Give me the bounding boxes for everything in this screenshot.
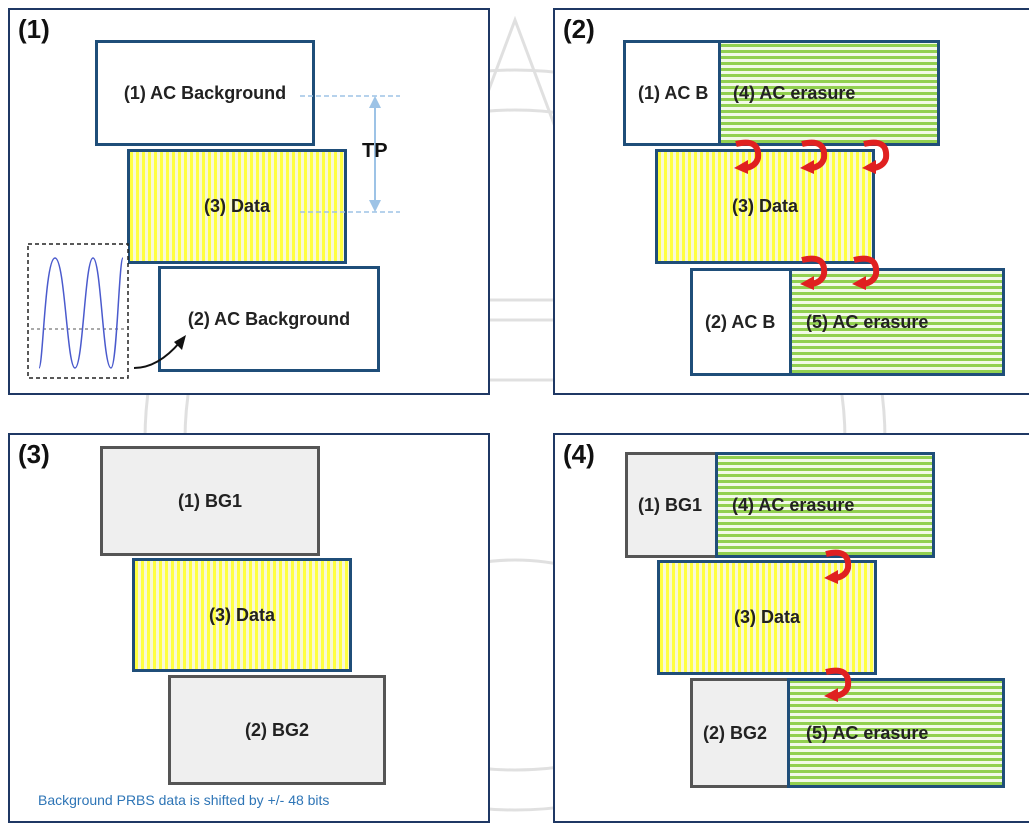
data-block: (3) Data: [132, 558, 352, 672]
block-label: (2) AC Background: [188, 309, 350, 330]
block-label: (5) AC erasure: [806, 723, 928, 744]
curved-arrow-icon: [858, 132, 898, 176]
block-label: (3) Data: [209, 605, 275, 626]
block-label: (1) BG1: [178, 491, 242, 512]
tp-label: TP: [362, 140, 388, 163]
curved-arrow-icon: [796, 248, 836, 292]
bg1-block: (1) BG1: [625, 452, 720, 558]
block-label: (2) AC B: [705, 312, 775, 333]
curved-arrow-icon: [730, 132, 770, 176]
block-label: (3) Data: [732, 196, 798, 217]
tp-dimension-icon: [300, 90, 410, 220]
block-label: (5) AC erasure: [806, 312, 928, 333]
block-label: (1) AC Background: [124, 83, 286, 104]
prbs-note: Background PRBS data is shifted by +/- 4…: [38, 792, 329, 808]
bg2-block: (2) BG2: [168, 675, 386, 785]
bg1-block: (1) BG1: [100, 446, 320, 556]
block-label: (1) AC B: [638, 83, 708, 104]
curved-arrow-icon: [796, 132, 836, 176]
ac-b-1-block: (1) AC B: [623, 40, 723, 146]
ac-b-2-block: (2) AC B: [690, 268, 794, 376]
curved-arrow-icon: [820, 542, 860, 586]
block-label: (3) Data: [204, 196, 270, 217]
block-label: (2) BG2: [703, 723, 767, 744]
ac-background-2-block: (2) AC Background: [158, 266, 380, 372]
pointer-arrow-icon: [130, 330, 190, 375]
panel-number: (2): [563, 14, 595, 45]
panel-number: (3): [18, 439, 50, 470]
block-label: (1) BG1: [638, 495, 702, 516]
block-label: (4) AC erasure: [733, 83, 855, 104]
ac-erasure-4-block: (4) AC erasure: [718, 40, 940, 146]
panel-number: (1): [18, 14, 50, 45]
curved-arrow-icon: [848, 248, 888, 292]
curved-arrow-icon: [820, 660, 860, 704]
ac-background-1-block: (1) AC Background: [95, 40, 315, 146]
block-label: (4) AC erasure: [732, 495, 854, 516]
block-label: (3) Data: [734, 607, 800, 628]
panel-number: (4): [563, 439, 595, 470]
sine-wave-icon: [27, 243, 129, 379]
block-label: (2) BG2: [245, 720, 309, 741]
bg2-block: (2) BG2: [690, 678, 790, 788]
